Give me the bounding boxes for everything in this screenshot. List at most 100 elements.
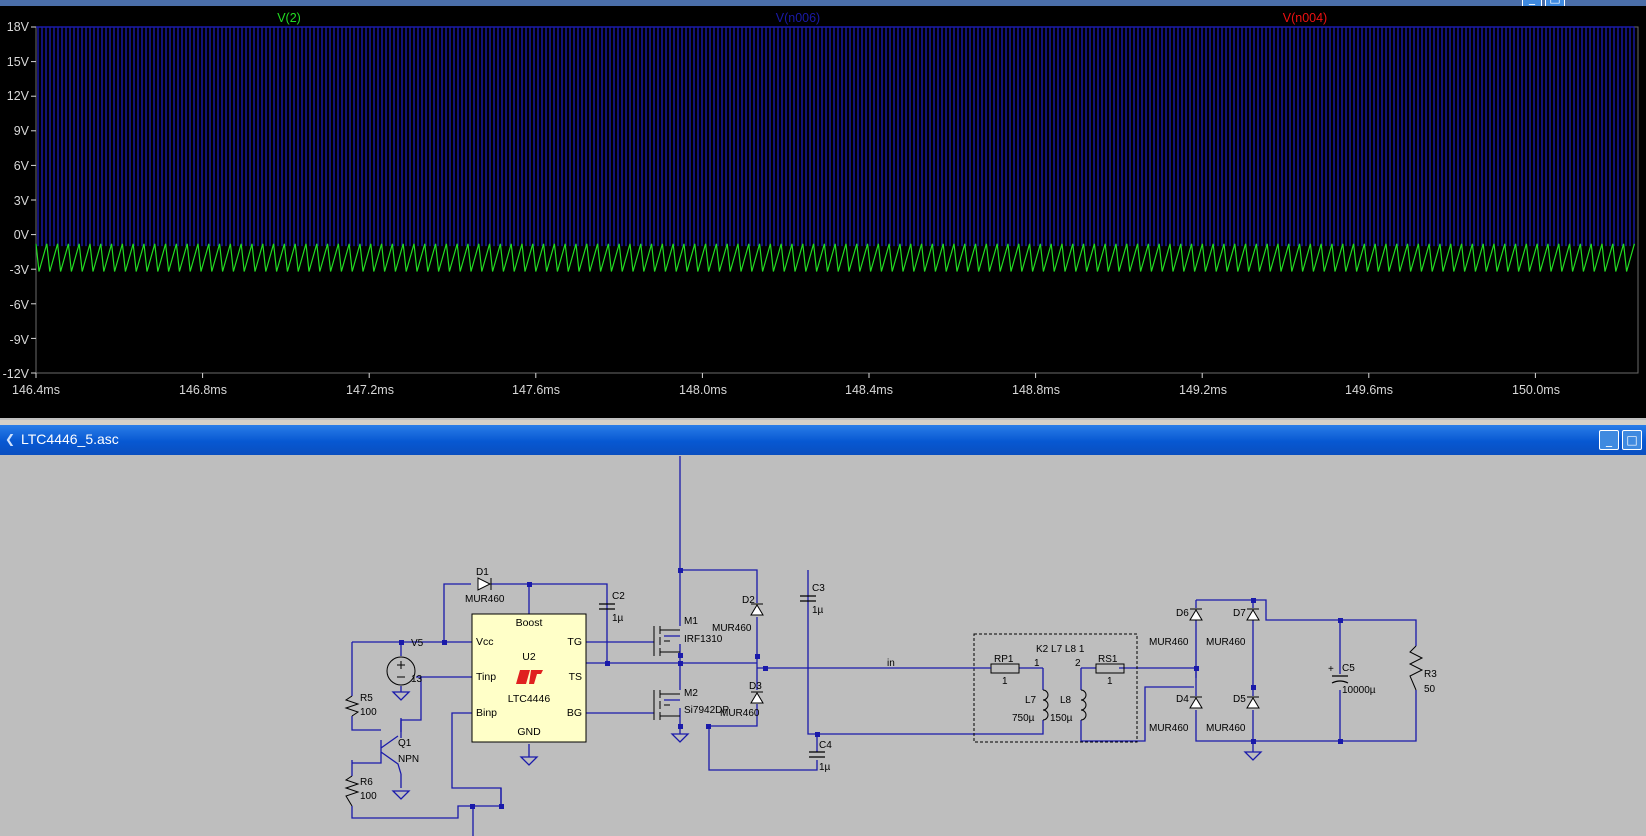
waveform-plot: V(2) V(n006) V(n004) 18V 15V 12V 9V 6V 3… — [3, 11, 1639, 397]
diode-d7 — [1246, 608, 1260, 621]
m1-value: IRF1310 — [684, 634, 723, 645]
r3-ref[interactable]: R3 — [1424, 669, 1437, 680]
d3-ref[interactable]: D3 — [749, 681, 762, 692]
wire — [1195, 599, 1340, 696]
d6-ref[interactable]: D6 — [1176, 608, 1189, 619]
diode-d2 — [750, 603, 764, 616]
v5-ref[interactable]: V5 — [411, 638, 424, 649]
m2-value: Si7942DP — [684, 705, 729, 716]
l7-value: 750µ — [1012, 713, 1035, 724]
ic-pin-gnd: GND — [517, 726, 541, 738]
wire — [400, 676, 472, 732]
r6-ref[interactable]: R6 — [360, 777, 373, 788]
wire — [679, 570, 757, 726]
y-tick-label: 9V — [14, 124, 30, 138]
d2-value: MUR460 — [712, 623, 752, 634]
schematic-minimize-button[interactable]: _ — [1599, 430, 1619, 450]
schematic-window-titlebar[interactable]: ❮ LTC4446_5.asc _ □ — [0, 425, 1646, 455]
ground-symbol — [519, 744, 539, 766]
x-tick-label: 150.0ms — [1512, 383, 1560, 397]
waveform-window: _ □ V(2) V(n006) V(n004) 18V 15V 12V 9V … — [0, 0, 1646, 420]
trace-vn006 — [37, 27, 1635, 247]
junction-dot — [755, 654, 760, 659]
junction-dot — [706, 724, 711, 729]
trace-v2 — [35, 243, 1635, 272]
rs1-ref[interactable]: RS1 — [1098, 654, 1118, 665]
k2-directive[interactable]: K2 L7 L8 1 — [1036, 644, 1085, 655]
net-label-in[interactable]: in — [887, 658, 895, 669]
c5-ref[interactable]: C5 — [1342, 663, 1355, 674]
waveform-window-titlebar — [0, 0, 1646, 6]
c2-ref[interactable]: C2 — [612, 591, 625, 602]
l8-value: 150µ — [1050, 713, 1073, 724]
x-tick-label: 147.6ms — [512, 383, 560, 397]
junction-dot — [527, 582, 532, 587]
trace-label-vn006[interactable]: V(n006) — [776, 11, 820, 25]
d5-ref[interactable]: D5 — [1233, 694, 1246, 705]
wire — [807, 570, 818, 752]
r3-value: 50 — [1424, 684, 1436, 695]
capacitor-c3 — [800, 595, 816, 602]
wire — [708, 656, 967, 771]
rp1-ref[interactable]: RP1 — [994, 654, 1014, 665]
resistor-r5 — [344, 695, 360, 717]
d1-ref[interactable]: D1 — [476, 567, 489, 578]
junction-dot — [763, 666, 768, 671]
x-tick-label: 148.8ms — [1012, 383, 1060, 397]
diode-d3 — [750, 691, 764, 704]
ground-symbol — [1243, 751, 1263, 761]
m2-ref[interactable]: M2 — [684, 688, 698, 699]
resistor-r3 — [1408, 645, 1424, 691]
capacitor-c2 — [599, 603, 615, 610]
ic-pin-ts: TS — [569, 671, 582, 683]
r5-ref[interactable]: R5 — [360, 693, 373, 704]
c5-value: 10000µ — [1342, 685, 1376, 696]
junction-dot — [678, 568, 683, 573]
d4-ref[interactable]: D4 — [1176, 694, 1189, 705]
wire — [351, 716, 381, 731]
c3-ref[interactable]: C3 — [812, 583, 825, 594]
y-tick-label: -6V — [10, 298, 30, 312]
d1-value: MUR460 — [465, 594, 505, 605]
l7-ref[interactable]: L7 — [1025, 695, 1037, 706]
ic-part-name: LTC4446 — [508, 693, 551, 705]
y-tick-label: 18V — [7, 20, 30, 34]
d5-value: MUR460 — [1206, 723, 1246, 734]
v5-value: 13 — [411, 674, 423, 685]
trace-label-v2[interactable]: V(2) — [277, 11, 301, 25]
q1-ref[interactable]: Q1 — [398, 738, 412, 749]
r6-value: 100 — [360, 791, 377, 802]
y-tick-label: 6V — [14, 159, 30, 173]
l8-ref[interactable]: L8 — [1060, 695, 1072, 706]
mosfet-m2 — [653, 690, 680, 720]
mosfet-m1 — [653, 626, 680, 656]
schematic-window-title: LTC4446_5.asc — [21, 431, 119, 447]
c3-value: 1µ — [812, 605, 824, 616]
schematic-canvas[interactable]: Boost Vcc Tinp Binp TG TS BG GND U2 LTC4… — [0, 455, 1646, 836]
d6-value: MUR460 — [1149, 637, 1189, 648]
y-tick-label: 0V — [14, 228, 30, 242]
wire — [1253, 619, 1417, 742]
wire — [817, 667, 1196, 735]
junction-dot — [1251, 685, 1256, 690]
waveform-plot-pane[interactable]: V(2) V(n006) V(n004) 18V 15V 12V 9V 6V 3… — [0, 6, 1646, 418]
l8-pin-label: 2 — [1075, 658, 1081, 669]
m1-ref[interactable]: M1 — [684, 616, 698, 627]
d2-ref[interactable]: D2 — [742, 595, 755, 606]
c4-ref[interactable]: C4 — [819, 740, 832, 751]
diode-d6 — [1189, 608, 1203, 621]
ic-pin-binp: Binp — [476, 707, 497, 719]
schematic-maximize-button[interactable]: □ — [1622, 430, 1642, 450]
trace-label-vn004[interactable]: V(n004) — [1283, 11, 1327, 25]
d7-ref[interactable]: D7 — [1233, 608, 1246, 619]
diode-d1 — [477, 577, 492, 591]
junction-dot — [442, 640, 447, 645]
ic-ref-u2[interactable]: U2 — [522, 651, 536, 663]
capacitor-c5 — [1331, 675, 1349, 684]
schematic-drawing: Boost Vcc Tinp Binp TG TS BG GND U2 LTC4… — [344, 456, 1437, 836]
x-tick-label: 149.6ms — [1345, 383, 1393, 397]
junction-dot — [470, 804, 475, 809]
c5-polarity-mark: + — [1328, 664, 1334, 675]
ic-u2-body — [471, 613, 587, 743]
resistor-rs1 — [1095, 663, 1125, 674]
